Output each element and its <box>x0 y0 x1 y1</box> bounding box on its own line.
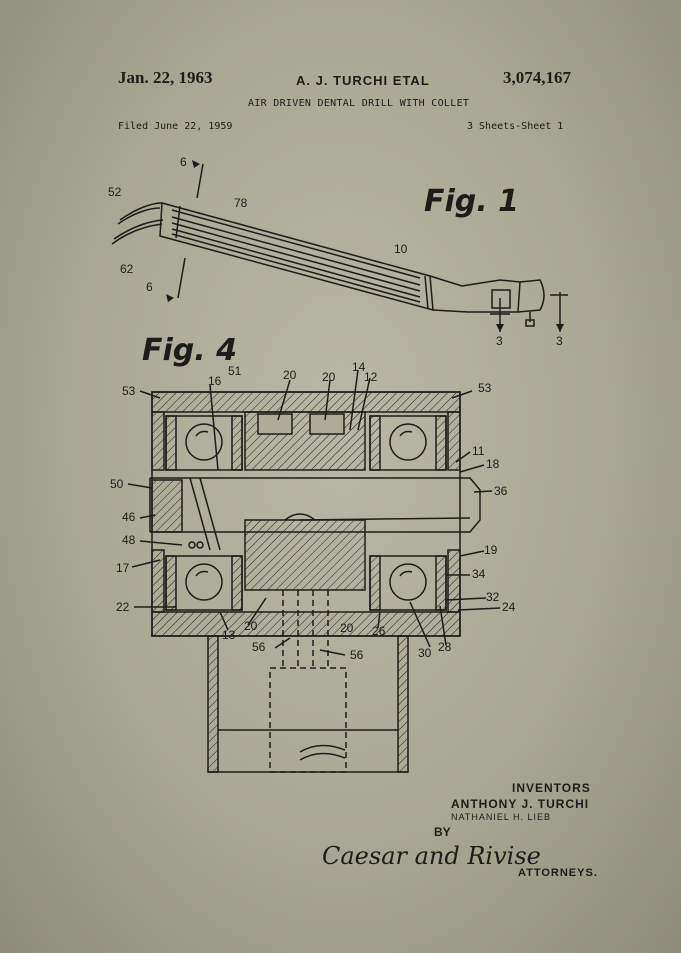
ref-numeral: 20 <box>322 370 336 384</box>
ref-numeral: 56 <box>350 648 364 662</box>
ref-numeral: 3 <box>496 334 503 348</box>
ref-numeral: 78 <box>234 196 248 210</box>
filed-date: Filed June 22, 1959 <box>118 121 233 132</box>
ref-numeral: 20 <box>244 619 258 633</box>
ref-numeral: 18 <box>486 457 500 471</box>
ref-numeral: 24 <box>502 600 516 614</box>
fig4-label: Fig. 4 <box>142 333 237 368</box>
inventors-heading: INVENTORS <box>512 781 591 795</box>
inventor-name: ANTHONY J. TURCHI <box>451 797 590 811</box>
ref-numeral: 26 <box>372 624 386 638</box>
fig1-label: Fig. 1 <box>424 184 519 219</box>
inventor-name: NATHANIEL H. LIEB <box>451 812 552 822</box>
ref-numeral: 52 <box>108 185 122 199</box>
ref-numeral: 10 <box>394 242 408 256</box>
sheet-count: 3 Sheets-Sheet 1 <box>467 121 564 132</box>
patent-date: Jan. 22, 1963 <box>118 68 213 87</box>
attorneys-label: ATTORNEYS. <box>518 867 598 879</box>
ref-numeral: 6 <box>146 280 153 294</box>
inventor-line: A. J. TURCHI ETAL <box>296 73 430 88</box>
ref-numeral: 20 <box>340 621 354 635</box>
fig4-cross-section <box>127 369 501 773</box>
ref-numeral: 56 <box>252 640 266 654</box>
by-label: BY <box>434 825 451 839</box>
ref-numeral: 51 <box>228 364 242 378</box>
ref-numeral: 46 <box>122 510 136 524</box>
attorney-signature: Caesar and Rivise <box>322 842 541 870</box>
ref-numeral: 36 <box>494 484 508 498</box>
ref-numeral: 3 <box>556 334 563 348</box>
ref-numeral: 30 <box>418 646 432 660</box>
ref-numeral: 6 <box>180 155 187 169</box>
ref-numeral: 62 <box>120 262 134 276</box>
patent-title: AIR DRIVEN DENTAL DRILL WITH COLLET <box>248 98 470 109</box>
ref-numeral: 19 <box>484 543 498 557</box>
ref-numeral: 32 <box>486 590 500 604</box>
ref-numeral: 14 <box>352 360 366 374</box>
ref-numeral: 11 <box>472 444 485 458</box>
ref-numeral: 22 <box>116 600 130 614</box>
ref-numeral: 13 <box>222 628 236 642</box>
ref-numeral: 28 <box>438 640 452 654</box>
ref-numeral: 53 <box>122 384 136 398</box>
ref-numeral: 12 <box>364 370 378 384</box>
ref-numeral: 48 <box>122 533 136 547</box>
patent-number: 3,074,167 <box>503 68 571 87</box>
ref-numeral: 34 <box>472 567 486 581</box>
ref-numeral: 16 <box>208 374 222 388</box>
ref-numeral: 50 <box>110 477 124 491</box>
ref-numeral: 20 <box>283 368 297 382</box>
ref-numeral: 17 <box>116 561 130 575</box>
fig1-handpiece <box>111 163 568 332</box>
ref-numeral: 53 <box>478 381 492 395</box>
